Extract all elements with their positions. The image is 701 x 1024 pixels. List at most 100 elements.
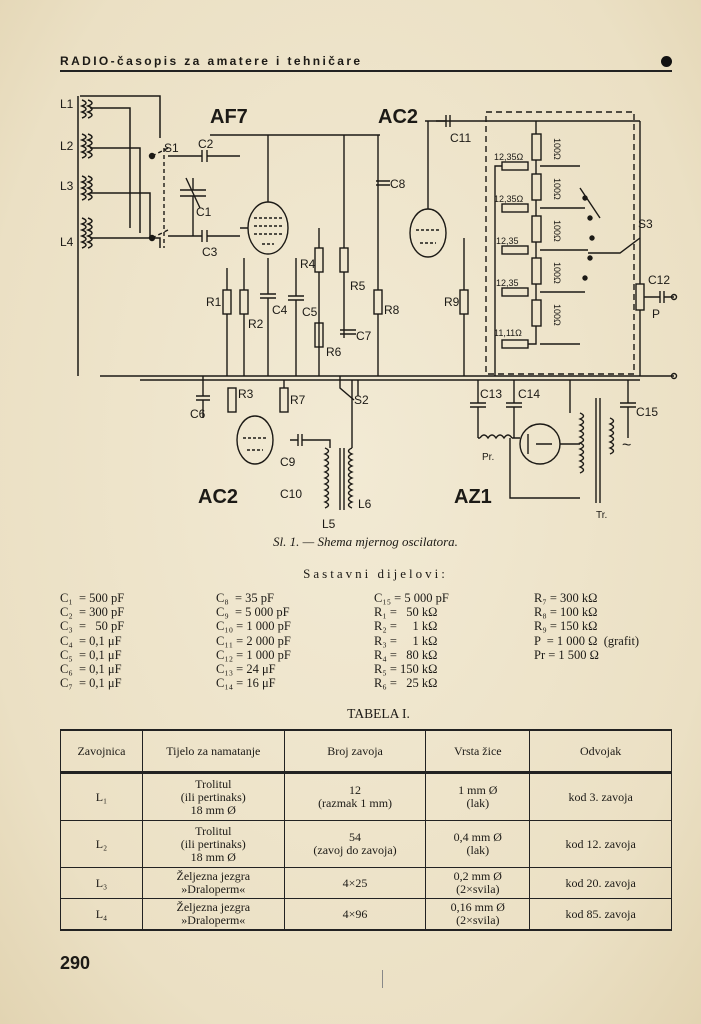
- table-header: Broj zavoja: [283, 729, 427, 774]
- cell-body: Željezna jezgra»Draloperm«: [141, 867, 285, 899]
- label-r2: R2: [248, 317, 264, 331]
- label-s1: S1: [164, 141, 179, 155]
- part-entry: R₁ = 50 kΩ: [374, 605, 438, 620]
- cell-body: Trolitul(ili pertinaks)18 mm Ø: [141, 820, 285, 868]
- part-entry: C₁₂ = 1 000 pF: [216, 647, 291, 662]
- cell-turns: 12(razmak 1 mm): [283, 772, 427, 821]
- part-entry: C₁ = 500 pF: [60, 591, 125, 605]
- ladder-value-1: 12,35Ω: [494, 152, 524, 162]
- ladder-value-3: 12,35: [496, 236, 519, 246]
- label-l5: L5: [322, 517, 336, 531]
- switch-s2: [339, 376, 359, 401]
- label-l1: L1: [60, 97, 74, 111]
- label-c8: C8: [390, 177, 406, 191]
- coil-set: [77, 95, 161, 376]
- label-c4: C4: [272, 303, 288, 317]
- cell-turns: 4×96: [283, 898, 427, 931]
- part-entry: C₈ = 35 pF: [216, 591, 274, 605]
- label-p: P: [652, 307, 660, 321]
- header-rule: [60, 70, 672, 72]
- bullet-dot-icon: [661, 56, 672, 67]
- cell-wire: 0,4 mm Ø(lak): [425, 820, 531, 868]
- table-header: Zavojnica: [60, 729, 143, 774]
- capacitor-column: [196, 115, 674, 446]
- tube-az1: [519, 423, 561, 465]
- label-r4: R4: [300, 257, 316, 271]
- label-c11: C11: [450, 131, 471, 145]
- header-title: RADIO-časopis za amatere i tehničare: [60, 54, 363, 68]
- part-entry: C₁₅ = 5 000 pF: [374, 591, 449, 605]
- attenuator-box: [485, 111, 635, 375]
- cell-turns: 4×25: [283, 867, 427, 899]
- capacitor-c3: [168, 230, 240, 242]
- label-af7: AF7: [210, 106, 248, 128]
- output-transformer: [320, 380, 354, 510]
- label-c12: C12: [648, 273, 670, 287]
- table-header-row: Zavojnica Tijelo za namatanje Broj zavoj…: [60, 729, 672, 774]
- label-r7: R7: [290, 393, 306, 407]
- part-entry: R₃ = 1 kΩ: [374, 633, 438, 648]
- b-plus-bus: [210, 120, 640, 136]
- tube-af7: [240, 135, 289, 255]
- part-entry: C₆ = 0,1 μF: [60, 662, 122, 677]
- cell-coil: L₁: [60, 772, 143, 821]
- ladder-value-2: 12,35Ω: [494, 194, 524, 204]
- label-ac2-bottom: AC2: [198, 486, 238, 508]
- label-l2: L2: [60, 139, 74, 153]
- label-c9: C9: [280, 455, 296, 469]
- power-transformer: [509, 380, 615, 503]
- label-c5: C5: [302, 305, 318, 319]
- coil-table: Zavojnica Tijelo za namatanje Broj zavoj…: [60, 729, 672, 931]
- label-s3: S3: [638, 217, 653, 231]
- cell-tap: kod 3. zavoja: [529, 772, 672, 821]
- part-entry: P = 1 000 Ω (grafit): [534, 633, 640, 648]
- figure-caption: Sl. 1. — Shema mjernog oscilatora.: [273, 534, 458, 549]
- part-entry: C₂ = 300 pF: [60, 605, 125, 620]
- label-s2: S2: [354, 393, 369, 407]
- table-row: L₄ Željezna jezgra»Draloperm« 4×96 0,16 …: [60, 898, 672, 931]
- tube-ac2-bottom: [236, 415, 274, 465]
- part-entry: R₅ = 150 kΩ: [374, 662, 438, 677]
- table-row: L₃ Željezna jezgra»Draloperm« 4×25 0,2 m…: [60, 867, 672, 899]
- part-entry: R₄ = 80 kΩ: [374, 647, 438, 662]
- table-title: TABELA I.: [347, 706, 410, 721]
- ladder-resistor-value-3: 100Ω: [552, 220, 562, 242]
- parts-column-4: R₇ = 300 kΩ R₈ = 100 kΩ R₉ = 150 kΩ P = …: [534, 591, 639, 662]
- part-entry: C₁₀ = 1 000 pF: [216, 619, 291, 634]
- capacitor-c2: [168, 150, 240, 162]
- switch-s3: [579, 187, 641, 281]
- table-row: L₁ Trolitul(ili pertinaks)18 mm Ø 12(raz…: [60, 772, 672, 821]
- part-entry: C₄ = 0,1 μF: [60, 633, 122, 648]
- ladder-resistor-value-2: 100Ω: [552, 178, 562, 200]
- parts-column-1: C₁ = 500 pF C₂ = 300 pF C₃ = 50 pF C₄ = …: [60, 591, 124, 690]
- label-c2: C2: [198, 137, 214, 151]
- label-r6: R6: [326, 345, 342, 359]
- part-entry: R₉ = 150 kΩ: [534, 619, 598, 634]
- part-entry: C₉ = 5 000 pF: [216, 605, 290, 620]
- part-entry: C₅ = 0,1 μF: [60, 647, 122, 662]
- margin-mark: [382, 970, 383, 988]
- label-tr: Tr.: [596, 510, 607, 521]
- label-c15: C15: [636, 405, 658, 419]
- label-r1: R1: [206, 295, 222, 309]
- label-c13: C13: [480, 387, 502, 401]
- ladder-value-5: 11,11Ω: [494, 328, 522, 338]
- cell-wire: 0,2 mm Ø(2×svila): [425, 867, 531, 899]
- label-l4: L4: [60, 235, 74, 249]
- label-l6: L6: [358, 497, 372, 511]
- part-entry: R₈ = 100 kΩ: [534, 605, 598, 620]
- cell-tap: kod 20. zavoja: [529, 867, 672, 899]
- cell-wire: 0,16 mm Ø(2×svila): [425, 898, 531, 931]
- output-terminal: [670, 293, 678, 301]
- label-pr: Pr.: [482, 452, 494, 463]
- label-c10: C10: [280, 487, 302, 501]
- ladder-resistor-value-1: 100Ω: [552, 138, 562, 160]
- page-number: 290: [60, 953, 91, 973]
- part-entry: R₂ = 1 kΩ: [374, 619, 438, 634]
- table-header: Odvojak: [529, 729, 672, 774]
- label-c3: C3: [202, 245, 218, 259]
- cell-wire: 1 mm Ø(lak): [425, 772, 531, 821]
- attenuator-ladder: [494, 121, 588, 376]
- resistor-column: [222, 121, 645, 413]
- label-r3: R3: [238, 387, 254, 401]
